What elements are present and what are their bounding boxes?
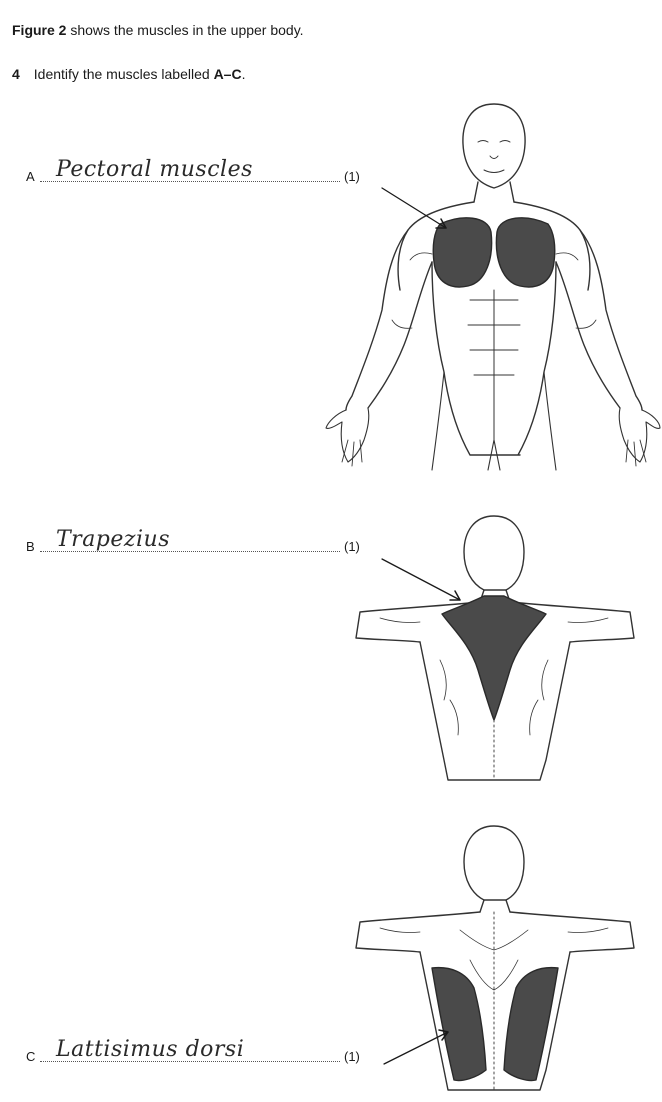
leader-arrows [382, 188, 460, 1064]
arrow-b [382, 559, 460, 600]
arrow-c [384, 1032, 448, 1064]
arrow-a [382, 188, 446, 228]
back-body-figure-latissimus [356, 826, 634, 1090]
front-body-figure [326, 104, 660, 470]
back-body-figure-trapezius [356, 516, 634, 780]
